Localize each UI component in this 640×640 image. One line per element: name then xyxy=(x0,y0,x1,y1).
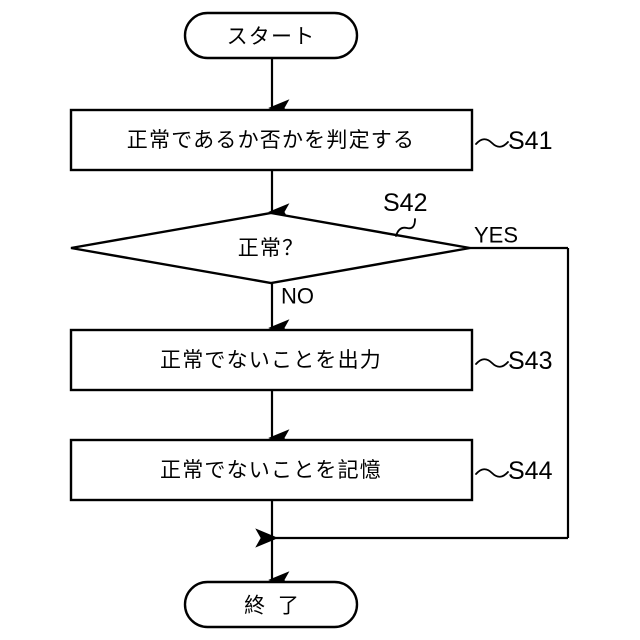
node-s44 xyxy=(69,438,474,502)
step-label-s41: S41 xyxy=(508,127,552,155)
node-end-label: 終 了 xyxy=(244,594,302,618)
leader-squiggle-s44 xyxy=(475,468,509,478)
step-label-s44: S44 xyxy=(508,457,553,485)
node-s41-label: 正常であるか否かを判定する xyxy=(127,128,415,152)
node-s41 xyxy=(69,108,474,172)
leader-squiggle-s42 xyxy=(395,218,416,237)
step-label-s42: S42 xyxy=(383,189,427,217)
node-s42-label: 正常？ xyxy=(238,236,305,260)
leader-squiggle-s41 xyxy=(475,138,509,148)
step-label-s43: S43 xyxy=(508,347,552,375)
node-s43-label: 正常でないことを出力 xyxy=(160,348,382,372)
leader-squiggle-s43 xyxy=(475,358,509,368)
node-s43 xyxy=(69,328,474,392)
node-s42 xyxy=(70,211,471,285)
branch-label-yes: YES xyxy=(474,223,518,248)
node-start xyxy=(183,11,359,60)
branch-label-no: NO xyxy=(281,284,314,309)
node-end xyxy=(183,580,359,629)
node-s44-label: 正常でないことを記憶 xyxy=(160,458,382,482)
node-start-label: スタート xyxy=(227,25,316,49)
